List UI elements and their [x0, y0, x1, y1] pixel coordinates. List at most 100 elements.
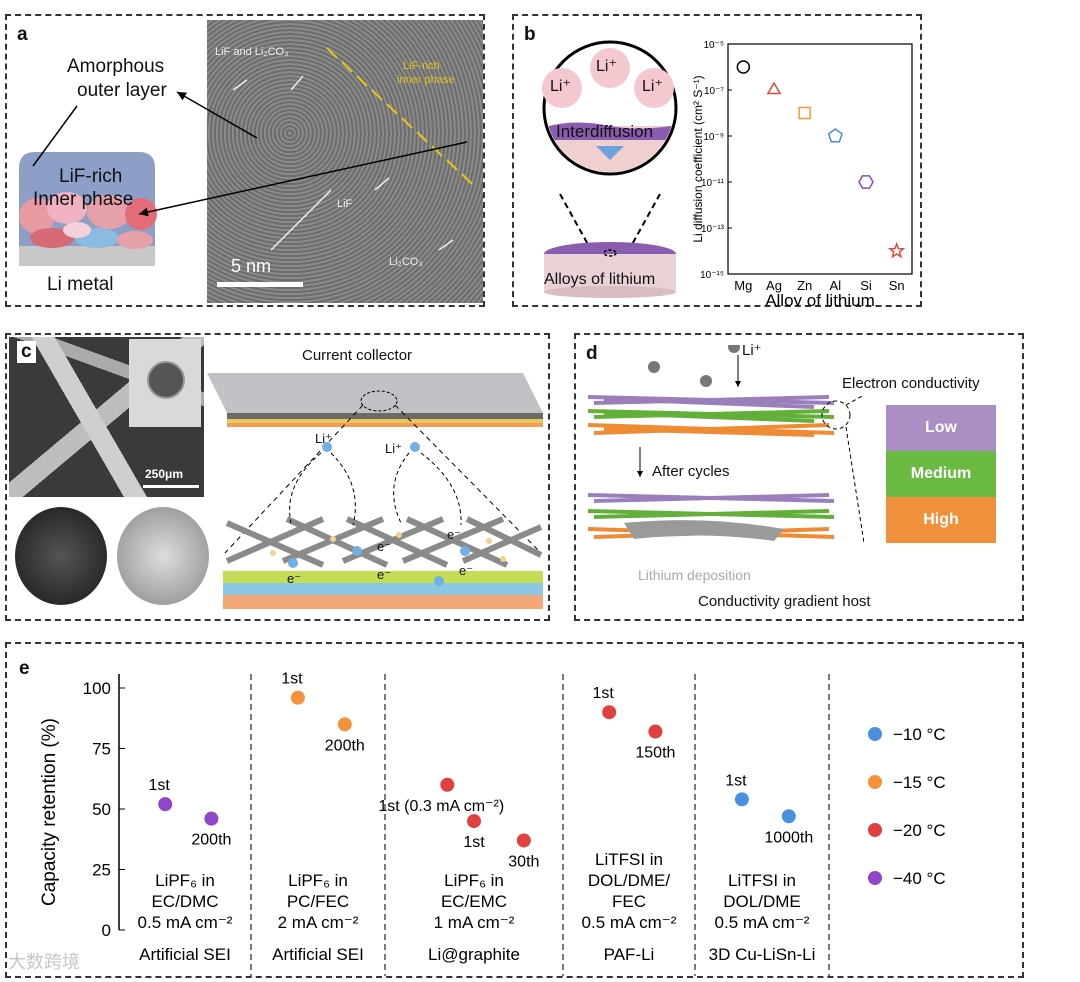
disc-dark-photo: [15, 507, 107, 605]
x-tick-label: Ag: [766, 278, 782, 293]
point-label: 1st: [725, 772, 747, 789]
electron-conductivity-label: Electron conductivity: [842, 375, 980, 392]
electron-c5: e⁻: [459, 563, 474, 578]
data-point: [516, 833, 531, 848]
y-tick-label: 0: [102, 921, 111, 940]
current-collector-label: Current collector: [302, 347, 413, 364]
electrolyte-label: DOL/DME: [723, 892, 800, 911]
tem-image: LiF and Li₂CO₃ LiF-rich inner phase LiF …: [207, 20, 483, 303]
tem-label-lif-rich: LiF-rich: [403, 60, 440, 72]
x-tick-label: Si: [860, 278, 872, 293]
sem-image: c 250μm: [9, 337, 204, 497]
data-point: [467, 814, 481, 829]
y-axis-label: Capacity retention (%): [39, 718, 60, 906]
group-category-label: Artificial SEI: [139, 945, 231, 964]
after-cycles-label: After cycles: [652, 463, 730, 480]
electrolyte-label: FEC: [612, 892, 646, 911]
inner-phase-label: Inner phase: [33, 189, 134, 210]
panel-d: d Li⁺ Electron conductivity After cycles…: [574, 333, 1024, 621]
data-point: [766, 81, 782, 95]
y-tick-label: 10⁻¹³: [701, 224, 725, 235]
legend-marker: [868, 823, 882, 837]
y-tick-label: 10⁻⁹: [703, 132, 724, 143]
panel-a-pointer-arrows: [32, 91, 468, 217]
electron-c2: e⁻: [447, 527, 462, 542]
li-plus-2: Li⁺: [596, 58, 617, 75]
li-plus-1: Li⁺: [550, 78, 571, 95]
panel-a-letter: a: [17, 24, 28, 45]
panel-c-letter: c: [17, 341, 36, 363]
li-plus-3: Li⁺: [642, 78, 663, 95]
data-point: [798, 106, 811, 120]
panel-b: b Li⁺ Li⁺ Li⁺ Interdiffusion Alloys of l…: [512, 14, 922, 307]
tem-label-inner-phase: inner phase: [397, 74, 455, 86]
disc-light-photo: [117, 507, 209, 605]
amorphous-label-line1: Amorphous: [67, 56, 165, 77]
x-tick-label: Zn: [797, 278, 812, 293]
y-tick-label: 10⁻⁷: [704, 86, 724, 97]
point-label: 30th: [508, 853, 539, 870]
electrolyte-label: EC/DMC: [151, 892, 218, 911]
electron-c3: e⁻: [287, 571, 302, 586]
group-category-label: PAF-Li: [604, 945, 655, 964]
tem-scale-bar-label: 5 nm: [231, 256, 272, 276]
current-collector-schematic: [207, 373, 543, 609]
tem-label-lif: LiF: [337, 198, 353, 210]
tem-label-lif-li2co3: LiF and Li₂CO₃: [215, 46, 289, 58]
host-schematic: [587, 345, 864, 544]
conductivity-legend: Low Medium High: [886, 405, 996, 543]
legend-marker: [868, 871, 882, 885]
data-point: [158, 797, 173, 812]
electrolyte-label: LiTFSI in: [595, 850, 663, 869]
point-label: 200th: [191, 832, 231, 849]
electrolyte-label: 0.5 mA cm⁻²: [582, 913, 677, 932]
data-point: [290, 690, 305, 705]
electrolyte-label: LiPF₆ in: [155, 871, 215, 890]
level-medium: Medium: [886, 451, 996, 497]
data-point: [734, 792, 749, 807]
level-low: Low: [886, 405, 996, 451]
point-label: 1st: [281, 671, 303, 688]
electrolyte-label: 2 mA cm⁻²: [278, 913, 359, 932]
y-tick-label: 100: [83, 679, 111, 698]
y-axis-label: Li diffusion coefficient (cm² S⁻¹): [691, 75, 705, 242]
watermark: 大数跨境: [8, 952, 80, 972]
x-tick-label: Mg: [734, 278, 752, 293]
x-axis-label: Alloy of lithium: [765, 291, 875, 306]
y-tick-label: 10⁻⁵: [703, 40, 724, 51]
alloys-label: Alloys of lithium: [544, 271, 656, 288]
panel-e-letter: e: [19, 658, 30, 679]
group-category-label: Artificial SEI: [272, 945, 364, 964]
electrolyte-label: DOL/DME/: [588, 871, 670, 890]
y-tick-label: 25: [92, 861, 111, 880]
panel-c: c 250μm Current collector Li⁺ Li⁺ e⁻ e⁻: [5, 333, 550, 621]
data-point: [887, 241, 906, 259]
disc-photo: [147, 361, 185, 399]
data-point: [858, 175, 874, 189]
data-point: [440, 777, 455, 792]
group-category-label: Li@graphite: [428, 945, 520, 964]
point-label: 1st (0.3 mA cm⁻²): [378, 798, 504, 815]
lif-rich-label: LiF-rich: [59, 166, 123, 187]
y-tick-label: 75: [92, 740, 111, 759]
li-plus-d: Li⁺: [742, 342, 762, 359]
electron-c4: e⁻: [377, 567, 392, 582]
y-tick-label: 10⁻¹¹: [701, 178, 725, 189]
sem-scale-bar: [143, 485, 199, 488]
sem-scale-bar-label: 250μm: [145, 467, 184, 481]
data-point: [827, 128, 843, 143]
tem-scale-bar: [217, 282, 303, 287]
sei-schematic: [19, 152, 157, 266]
plot-frame: [727, 43, 913, 275]
electrolyte-label: PC/FEC: [287, 892, 349, 911]
data-point: [736, 60, 751, 74]
group-category-label: 3D Cu-LiSn-Li: [709, 945, 816, 964]
data-point: [648, 724, 663, 739]
electrolyte-label: LiPF₆ in: [288, 871, 348, 890]
host-title: Conductivity gradient host: [698, 593, 871, 610]
point-label: 150th: [635, 745, 675, 762]
x-tick-label: Sn: [889, 278, 905, 293]
